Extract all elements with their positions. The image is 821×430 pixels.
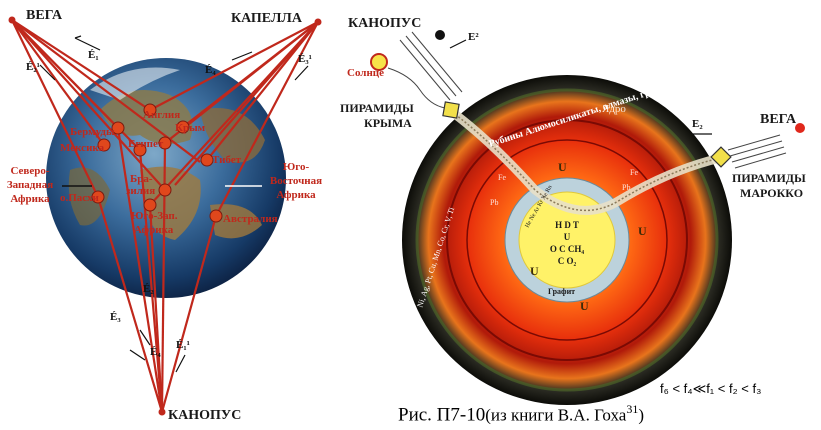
svg-text:Западная: Западная [7, 179, 53, 191]
place-england: Англия [143, 109, 180, 121]
landmass [68, 167, 110, 226]
morocco-pyramids-label-1: ПИРАМИДЫ [732, 171, 806, 185]
canopus-star [158, 408, 166, 416]
cloud [90, 67, 180, 100]
se-africa-label: Юго- Восточная Африка [270, 161, 322, 201]
svg-text:U: U [564, 232, 571, 242]
nw-africa-label: Северо- Западная Африка [7, 165, 53, 205]
e1-bottom-label: É₁¹ [176, 339, 190, 351]
landmass [140, 166, 201, 240]
arrow-labels: É₁ É₂¹ É₄ É₃¹ É₂ É₃ É₄ É₁¹ [26, 49, 312, 358]
e2-label: É₂¹ [26, 61, 40, 73]
wave-arrows [39, 35, 309, 373]
earth-layers-diagram: КАНОПУС Солнце ПИРАМИДЫ КРЫМА ВЕГА ПИРАМ… [340, 0, 821, 425]
svg-text:Pb: Pb [622, 183, 630, 192]
place-mexico: Мексика [60, 142, 105, 154]
e2-top-arrow [449, 39, 467, 49]
figure-caption: Рис. П7-10(из книги В.А. Гоха31) [398, 402, 818, 426]
caption-close: ) [638, 405, 644, 425]
mantle-ring-inner [466, 139, 668, 341]
place-egypt: Египет [128, 138, 164, 150]
capella-lines [149, 21, 319, 217]
svg-text:Юго-: Юго- [283, 161, 310, 173]
svg-text:Африка: Африка [276, 189, 316, 201]
place-sw-africa-1: Юго-Зап. [131, 210, 178, 222]
mantle-ring [446, 119, 688, 361]
svg-text:H D T: H D T [555, 220, 579, 230]
e4-bottom-label: É₄ [150, 346, 161, 358]
crimea-pyramid-icon [442, 101, 460, 119]
morocco-pyramid-icon [710, 146, 732, 168]
svg-text:Северо-: Северо- [10, 165, 49, 177]
canopus-label-right: КАНОПУС [348, 16, 421, 31]
canopus-lines [96, 127, 218, 413]
svg-text:C O₂: C O₂ [558, 256, 577, 266]
incoming-waves-left [387, 31, 463, 109]
place-bermuda: Бермуды [70, 126, 115, 138]
sun-icon [370, 53, 388, 71]
frequency-inequality: f₆ < f₄≪f₁ < f₂ < f₃ [660, 381, 762, 396]
canopus-star-icon [435, 30, 445, 40]
vega-label-right: ВЕГА [760, 112, 797, 127]
vega-label: ВЕГА [26, 8, 63, 23]
inner-core [518, 191, 616, 289]
capella-label: КАПЕЛЛА [231, 11, 303, 26]
svg-text:Африка: Африка [10, 193, 50, 205]
caption-source: (из книги В.А. Гоха [485, 405, 627, 425]
svg-text:Fe: Fe [498, 173, 506, 182]
canopus-label: КАНОПУС [168, 408, 241, 423]
e2-top-label: E² [468, 31, 479, 43]
core-label: Ядро [602, 103, 626, 115]
incoming-waves-right [727, 134, 787, 169]
place-easter: о.Пасхи [60, 192, 100, 204]
place-australia: Австралия [223, 213, 278, 225]
earth-diagram: ВЕГА КАПЕЛЛА КАНОПУС É₁ É₂¹ É₄ É₃¹ É₂ É₃… [0, 0, 400, 425]
crimea-pyramids-label-2: КРЫМА [364, 116, 412, 130]
fe-marks: Fe Fe Pb Pb [490, 168, 638, 207]
crimea-pyramids-label-1: ПИРАМИДЫ [340, 101, 414, 115]
e3-bottom-label: É₃ [110, 311, 121, 323]
caption-main: Рис. П7-10 [398, 404, 486, 426]
svg-text:Pb: Pb [490, 198, 498, 207]
wave-channel [449, 108, 722, 215]
svg-text:U: U [530, 264, 539, 278]
vega-star [8, 16, 16, 24]
place-crimea: Крым [175, 122, 206, 134]
place-sw-africa-2: Африка [134, 224, 174, 236]
place-dots [91, 103, 223, 223]
place-tibet: Тибет [212, 154, 242, 166]
morocco-pyramids-label-2: МАРОККО [740, 186, 803, 200]
vega-star-icon [795, 123, 805, 133]
place-brazil-1: Бра- [130, 173, 153, 185]
e4-label: É₄ [205, 64, 216, 76]
capella-star [314, 18, 322, 26]
svg-text:U: U [558, 160, 567, 174]
e3-label: É₃¹ [298, 53, 312, 65]
svg-text:U: U [638, 224, 647, 238]
sun-label: Солнце [347, 67, 384, 79]
svg-text:O C CH₄: O C CH₄ [550, 244, 585, 254]
e2-bottom-label: É₂ [143, 283, 154, 295]
svg-text:Восточная: Восточная [270, 175, 322, 187]
e2-right-label: E₂ [692, 118, 703, 130]
earth-layers-svg: КАНОПУС Солнце ПИРАМИДЫ КРЫМА ВЕГА ПИРАМ… [340, 16, 806, 405]
core-chemistry: H D T U O C CH₄ C O₂ [550, 220, 585, 266]
caption-ref: 31 [626, 402, 639, 416]
earth-diagram-svg: ВЕГА КАПЕЛЛА КАНОПУС É₁ É₂¹ É₄ É₃¹ É₂ É₃… [7, 8, 322, 423]
place-labels: Англия Бермуды Крым Мексика Египет Тибет… [60, 109, 278, 236]
e1-label: É₁ [88, 49, 99, 61]
svg-text:Fe: Fe [630, 168, 638, 177]
landmass [210, 204, 262, 239]
svg-text:U: U [580, 299, 589, 313]
place-brazil-2: зилия [126, 185, 155, 197]
graphite-label: Графит [548, 287, 575, 296]
crust-ring [415, 88, 719, 392]
uranium-marks: U U U U [530, 160, 647, 313]
